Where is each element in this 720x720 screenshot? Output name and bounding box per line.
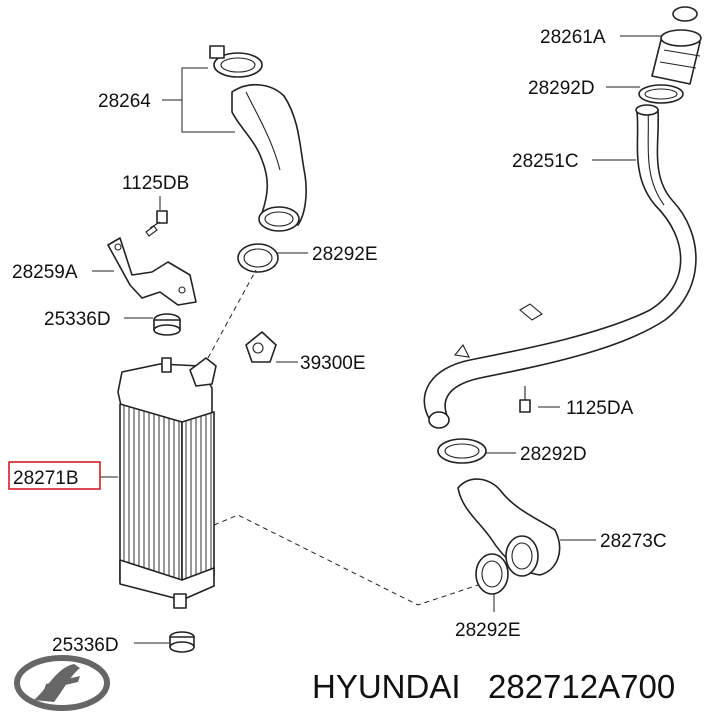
callout-1125db: 1125DB <box>122 173 189 194</box>
part-number: 282712A700 <box>488 668 675 705</box>
bolt-1125db <box>145 210 168 237</box>
mount-25336d-lower <box>169 631 195 653</box>
hyundai-logo <box>14 655 110 711</box>
sensor-39300e <box>245 331 277 363</box>
bolt-1125da <box>519 386 531 413</box>
leader-lines <box>92 35 662 644</box>
callout-25336d-lower: 25336D <box>52 635 119 656</box>
brand-name: HYUNDAI <box>312 668 461 705</box>
bracket-28259a <box>107 237 197 306</box>
hose-28264 <box>231 84 307 232</box>
callout-28292d-lower: 28292D <box>520 444 587 465</box>
pipe-28251c <box>423 104 697 429</box>
callout-25336d-upper: 25336D <box>44 309 111 330</box>
callout-28292e-upper: 28292E <box>312 244 378 265</box>
callout-labels: 28261A 28292D 28264 28251C 1125DB 28292E… <box>8 27 667 656</box>
clamp-28292e-upper <box>237 243 279 273</box>
clamp-28264-top <box>209 45 263 78</box>
callout-28261a: 28261A <box>540 27 606 48</box>
clamp-28292e-lower <box>475 553 509 595</box>
callout-39300e: 39300E <box>300 353 366 374</box>
intercooler-28271b <box>117 357 217 609</box>
callout-28271b: 28271B <box>13 468 79 489</box>
callout-1125da: 1125DA <box>566 398 634 419</box>
clamp-28292d-upper <box>638 84 684 104</box>
callout-28251c: 28251C <box>512 151 579 172</box>
callout-28264: 28264 <box>98 91 151 112</box>
hose-28273c <box>457 478 561 577</box>
mount-25336d-upper <box>153 313 181 336</box>
callout-28292d-upper: 28292D <box>528 78 595 99</box>
callout-28273c: 28273C <box>600 531 667 552</box>
connection-lines <box>207 269 479 606</box>
intercooler-fins <box>123 406 212 598</box>
callout-28292e-lower: 28292E <box>455 620 521 641</box>
hose-28261a <box>651 6 702 85</box>
callout-28259a: 28259A <box>12 262 78 283</box>
callout-28271b-highlight-box <box>8 461 101 490</box>
clamp-28292d-lower <box>437 438 487 464</box>
